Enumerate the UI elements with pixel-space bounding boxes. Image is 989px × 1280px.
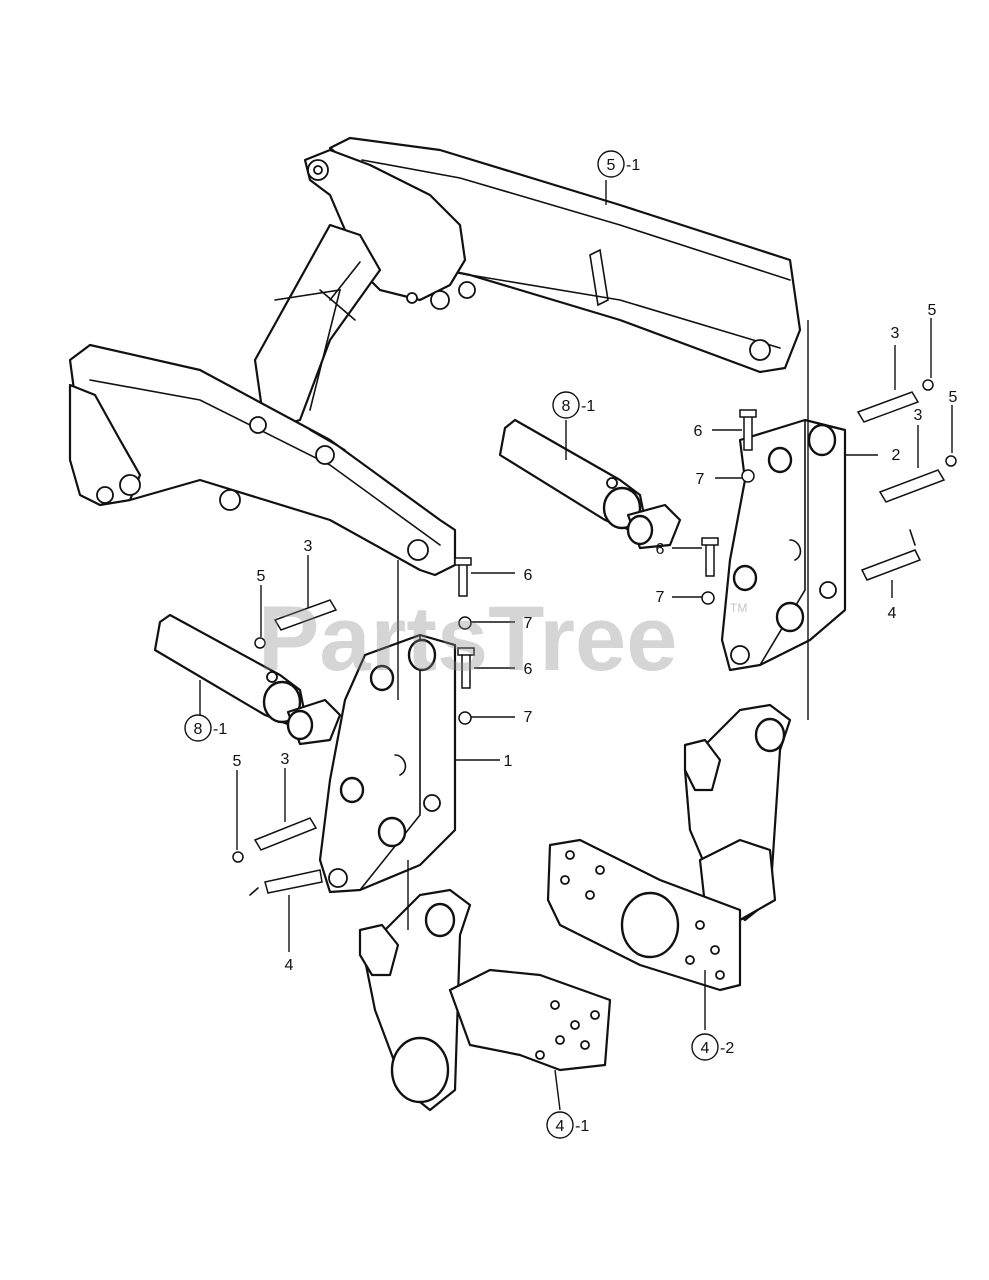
right-hardware [701,379,957,605]
callout-8-1-left-number: 8 [194,721,203,738]
label-left-7b: 7 [524,709,533,726]
right-mount-bracket [720,418,847,672]
callout-5-1-suffix: -1 [626,157,640,174]
label-right-3b: 3 [914,407,923,424]
callout-4-2: 4 -2 [691,1033,734,1061]
callout-8-1-right-suffix: -1 [581,398,595,415]
callout-4-2-suffix: -2 [720,1040,734,1057]
label-left-5a: 5 [257,568,266,585]
callout-8-1-left: 8 -1 [184,714,227,742]
label-left-3a: 3 [304,538,313,555]
watermark-text: PartsTree [258,588,677,690]
right-frame-mount [546,703,792,992]
callout-5-1-number: 5 [607,157,616,174]
leader-lines [199,180,953,1111]
part-number-labels: 3 5 3 5 6 7 2 6 7 4 3 5 6 7 6 7 1 3 5 4 [233,302,958,974]
callout-4-1-number: 4 [556,1118,565,1135]
callout-8-1-right-number: 8 [562,398,571,415]
label-left-4: 4 [285,957,294,974]
watermark-trademark: TM [730,601,747,615]
right-hydraulic-cylinder [498,418,682,550]
label-left-5b: 5 [233,753,242,770]
label-left-6b: 6 [524,661,533,678]
label-right-6a: 6 [694,423,703,440]
label-right-7a: 7 [696,471,705,488]
label-left-7a: 7 [524,615,533,632]
callout-5-1: 5 -1 [597,150,640,178]
callout-8-1-left-suffix: -1 [213,721,227,738]
label-right-4: 4 [888,605,897,622]
callout-4-1-suffix: -1 [575,1118,589,1135]
left-hydraulic-cylinder [153,613,342,746]
label-left-1: 1 [504,753,513,770]
label-right-2: 2 [892,447,901,464]
callout-4-2-number: 4 [701,1040,710,1057]
label-left-3b: 3 [281,751,290,768]
label-right-7b: 7 [656,589,665,606]
left-frame-mount [358,888,612,1112]
callout-4-1: 4 -1 [546,1111,589,1139]
left-hardware [232,557,475,896]
label-right-6b: 6 [656,541,665,558]
label-left-6a: 6 [524,567,533,584]
label-right-5a: 5 [928,302,937,319]
callout-8-1-right: 8 -1 [552,391,595,419]
label-right-5b: 5 [949,389,958,406]
label-right-3a: 3 [891,325,900,342]
loader-boom-frame [68,136,802,577]
left-mount-bracket [318,633,457,894]
